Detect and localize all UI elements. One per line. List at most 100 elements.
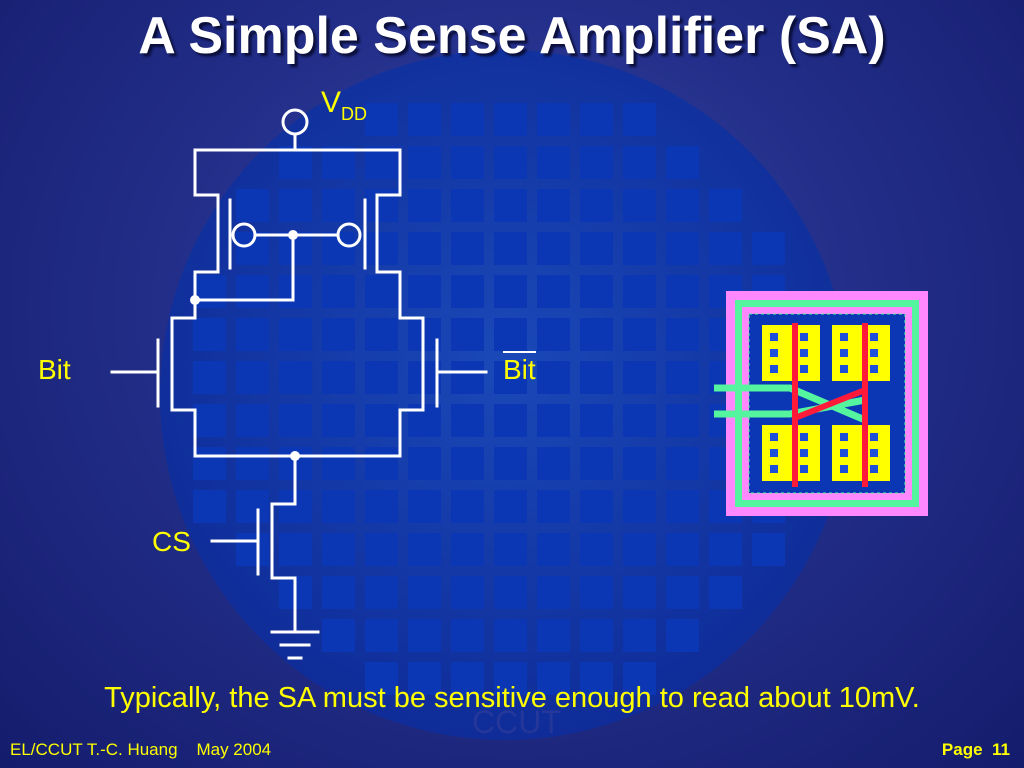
wafer-die [494, 232, 527, 265]
contact [840, 449, 848, 457]
wafer-die [236, 533, 269, 566]
wafer-die [193, 490, 226, 523]
contact [840, 333, 848, 341]
wafer-die [408, 232, 441, 265]
bit-label: Bit [38, 354, 71, 385]
wafer-die [322, 619, 355, 652]
wafer-die [279, 533, 312, 566]
wafer-die [365, 533, 398, 566]
wafer-die [666, 189, 699, 222]
wafer-die [580, 576, 613, 609]
wafer-die [580, 662, 613, 695]
wafer-die [408, 189, 441, 222]
wafer-die [623, 318, 656, 351]
wafer-die [236, 447, 269, 480]
footer-author-date: EL/CCUT T.-C. Huang May 2004 [10, 740, 271, 760]
wafer-die [408, 103, 441, 136]
wafer-die [709, 533, 742, 566]
vdd-label: VDD [321, 86, 368, 124]
wafer-die [236, 490, 269, 523]
contact [840, 465, 848, 473]
wafer-die [537, 275, 570, 308]
wafer-die [494, 404, 527, 437]
wafer-die [580, 318, 613, 351]
wafer-die [580, 490, 613, 523]
wafer-die [580, 146, 613, 179]
wafer-die [365, 619, 398, 652]
overbar [503, 351, 536, 353]
vdd-rail [193, 148, 402, 197]
wafer-die [494, 275, 527, 308]
wafer-die [666, 447, 699, 480]
layout-icon [714, 291, 928, 516]
contact [840, 349, 848, 357]
contact [770, 365, 778, 373]
wafer-die [451, 619, 484, 652]
wafer-die [365, 361, 398, 394]
wafer-die [365, 275, 398, 308]
wafer-die [451, 189, 484, 222]
contact [870, 333, 878, 341]
contact [800, 433, 808, 441]
contact [870, 349, 878, 357]
bit-bar-label: Bit [503, 351, 536, 386]
wafer-die [494, 146, 527, 179]
watermark-logo: CCUT [472, 704, 561, 740]
wafer-die [451, 275, 484, 308]
wafer-die [451, 576, 484, 609]
contact [870, 449, 878, 457]
wafer-die [666, 533, 699, 566]
wafer-die [623, 146, 656, 179]
wafer-die [279, 404, 312, 437]
wafer-die [451, 361, 484, 394]
wafer-die [666, 232, 699, 265]
wafer-die [322, 275, 355, 308]
footer-author: EL/CCUT T.-C. Huang [10, 740, 178, 759]
wafer-die [236, 318, 269, 351]
wafer-die [408, 490, 441, 523]
wafer-die [451, 404, 484, 437]
contact [800, 465, 808, 473]
wafer-die [279, 275, 312, 308]
wafer-die [623, 533, 656, 566]
wafer-die [666, 404, 699, 437]
wafer-die [537, 619, 570, 652]
wafer-die [537, 146, 570, 179]
wafer-die [623, 447, 656, 480]
wafer-die [279, 361, 312, 394]
wafer-die [580, 232, 613, 265]
wafer-die [580, 619, 613, 652]
wafer-die [623, 232, 656, 265]
wafer-die [451, 662, 484, 695]
wafer-die [709, 232, 742, 265]
nmos-bit-bar [398, 316, 488, 412]
wafer-die [322, 404, 355, 437]
slide-caption: Typically, the SA must be sensitive enou… [104, 682, 920, 714]
wafer-die [451, 103, 484, 136]
wafer-die [623, 619, 656, 652]
cs-label: CS [152, 526, 191, 557]
wafer-die [236, 189, 269, 222]
wafer-die [322, 318, 355, 351]
footer-page-number: 11 [992, 740, 1010, 759]
wafer-die [666, 275, 699, 308]
wafer-die [322, 533, 355, 566]
wafer-die [408, 447, 441, 480]
wafer-die [537, 189, 570, 222]
wafer-die [236, 361, 269, 394]
wafer-die [451, 490, 484, 523]
contact [770, 349, 778, 357]
wafer-die [494, 576, 527, 609]
slide-title: A Simple Sense Amplifier (SA) [138, 7, 886, 65]
wafer-die [666, 361, 699, 394]
wafer-die [666, 146, 699, 179]
wafer-die [752, 232, 785, 265]
wafer-die [709, 189, 742, 222]
wafer-die [537, 232, 570, 265]
wafer-die [408, 275, 441, 308]
contact [770, 333, 778, 341]
wafer-die [451, 146, 484, 179]
wafer-die [494, 619, 527, 652]
wafer-die [580, 404, 613, 437]
contact [800, 349, 808, 357]
